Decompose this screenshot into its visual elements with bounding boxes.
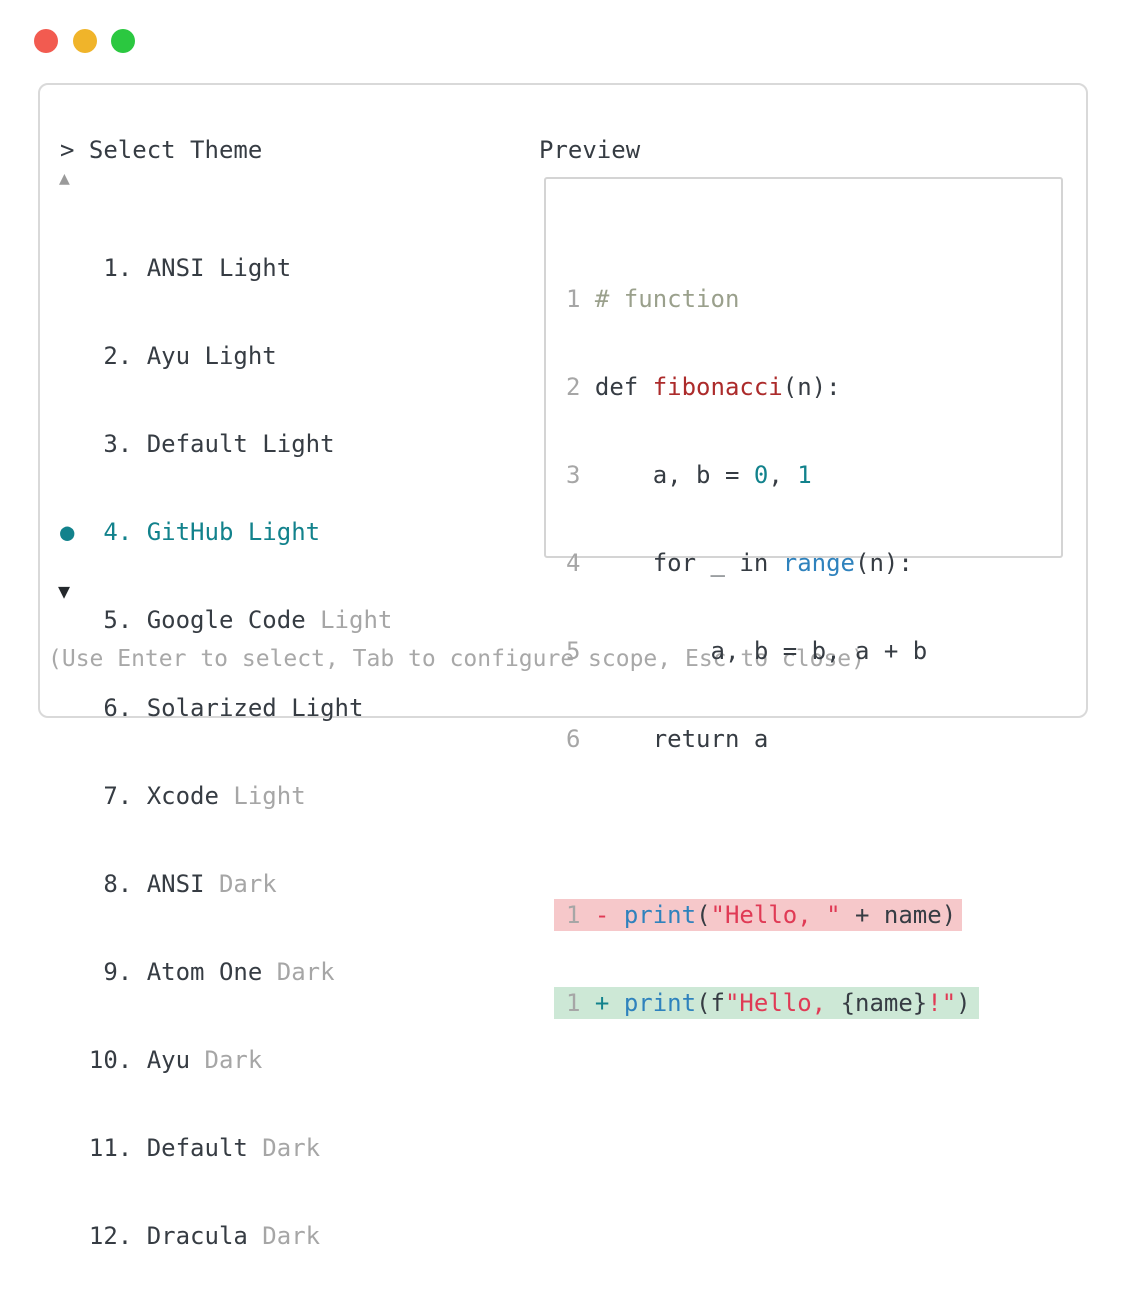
- scroll-down-icon[interactable]: ▼: [58, 579, 71, 603]
- theme-list-item-atom-one-dark[interactable]: 9. Atom One Dark: [60, 958, 335, 986]
- theme-list-item-ansi-dark[interactable]: 8. ANSI Dark: [60, 870, 277, 898]
- theme-selector-panel: > Select Theme Preview ▲ 1. ANSI Light 2…: [38, 83, 1088, 1250]
- preview-pane-label: Preview: [539, 136, 641, 164]
- code-blank-line: [566, 811, 979, 843]
- theme-list-item-ayu-dark[interactable]: 10. Ayu Dark: [60, 1046, 263, 1074]
- theme-list-item-dracula-dark[interactable]: 12. Dracula Dark: [60, 1222, 321, 1250]
- theme-list: 1. ANSI Light 2. Ayu Light 3. Default Li…: [60, 196, 392, 1308]
- theme-list-item-xcode-light[interactable]: 7. Xcode Light: [60, 782, 306, 810]
- code-line-1: 1 # function: [566, 285, 740, 313]
- theme-list-item-default-light[interactable]: 3. Default Light: [60, 430, 335, 458]
- code-line-5: 5 a, b = b, a + b: [566, 637, 928, 665]
- code-line-4: 4 for _ in range(n):: [566, 549, 913, 577]
- theme-list-item-solarized-light[interactable]: 6. Solarized Light: [60, 694, 364, 722]
- theme-list-item-google-code-light[interactable]: 5. Google Code Light: [60, 606, 393, 634]
- zoom-window-button[interactable]: [111, 29, 135, 53]
- theme-list-item-ansi-light[interactable]: 1. ANSI Light: [60, 254, 292, 282]
- scroll-up-icon[interactable]: ▲: [59, 168, 70, 189]
- screen: > Select Theme Preview ▲ 1. ANSI Light 2…: [34, 29, 1088, 1250]
- code-line-3: 3 a, b = 0, 1: [566, 461, 812, 489]
- code-line-6: 6 return a: [566, 725, 769, 753]
- theme-list-item-default-dark[interactable]: 11. Default Dark: [60, 1134, 321, 1162]
- theme-list-item-ayu-light[interactable]: 2. Ayu Light: [60, 342, 277, 370]
- diff-added-line: 1 + print(f"Hello, {name}!"): [554, 987, 979, 1019]
- diff-removed-line: 1 - print("Hello, " + name): [554, 899, 963, 931]
- code-preview: 1 # function 2 def fibonacci(n): 3 a, b …: [554, 227, 979, 1075]
- keyboard-hint: (Use Enter to select, Tab to configure s…: [48, 646, 865, 672]
- close-window-button[interactable]: [34, 29, 58, 53]
- preview-pane: 1 # function 2 def fibonacci(n): 3 a, b …: [544, 177, 1063, 1019]
- code-line-2: 2 def fibonacci(n):: [566, 373, 841, 401]
- panel-title: > Select Theme: [60, 136, 263, 164]
- theme-list-item-github-light-selected[interactable]: ● 4. GitHub Light: [60, 518, 321, 546]
- minimize-window-button[interactable]: [73, 29, 97, 53]
